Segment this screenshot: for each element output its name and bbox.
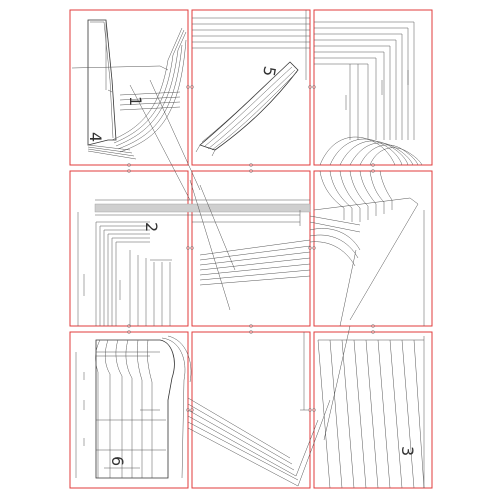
- tile-r2c2: [191, 170, 311, 327]
- piece-number-5: 5: [259, 65, 279, 78]
- pattern-piece-top-right: [314, 21, 423, 166]
- tile-r2c1: [69, 170, 189, 327]
- pattern-piece-bottom-center: [187, 332, 331, 487]
- alignment-marks: [127, 85, 375, 412]
- tile-r2c3: [313, 170, 433, 327]
- piece-number-2: 2: [142, 222, 161, 232]
- tile-r3c1: [69, 331, 189, 489]
- pattern-piece-2: 2: [77, 199, 311, 326]
- pattern-piece-6: 6: [75, 335, 192, 479]
- tile-grid: [69, 9, 433, 489]
- tile-r1c2: [191, 9, 311, 166]
- piece-number-3: 3: [398, 446, 417, 456]
- tile-r1c3: [313, 9, 433, 166]
- pattern-piece-center: [189, 179, 361, 311]
- tile-r3c2: [191, 331, 311, 489]
- piece-number-6: 6: [108, 456, 127, 466]
- pattern-piece-5: 5: [192, 10, 310, 157]
- pattern-piece-middle-right: [313, 170, 425, 327]
- tile-r1c1: [69, 9, 189, 166]
- fold-bar: [94, 203, 311, 213]
- pattern-piece-3: 3: [317, 325, 425, 489]
- piece-number-1: 1: [126, 96, 145, 106]
- piece-number-4: 4: [86, 132, 105, 142]
- tile-r3c3: [313, 331, 433, 489]
- pattern-piece-4: 4 1: [71, 19, 201, 201]
